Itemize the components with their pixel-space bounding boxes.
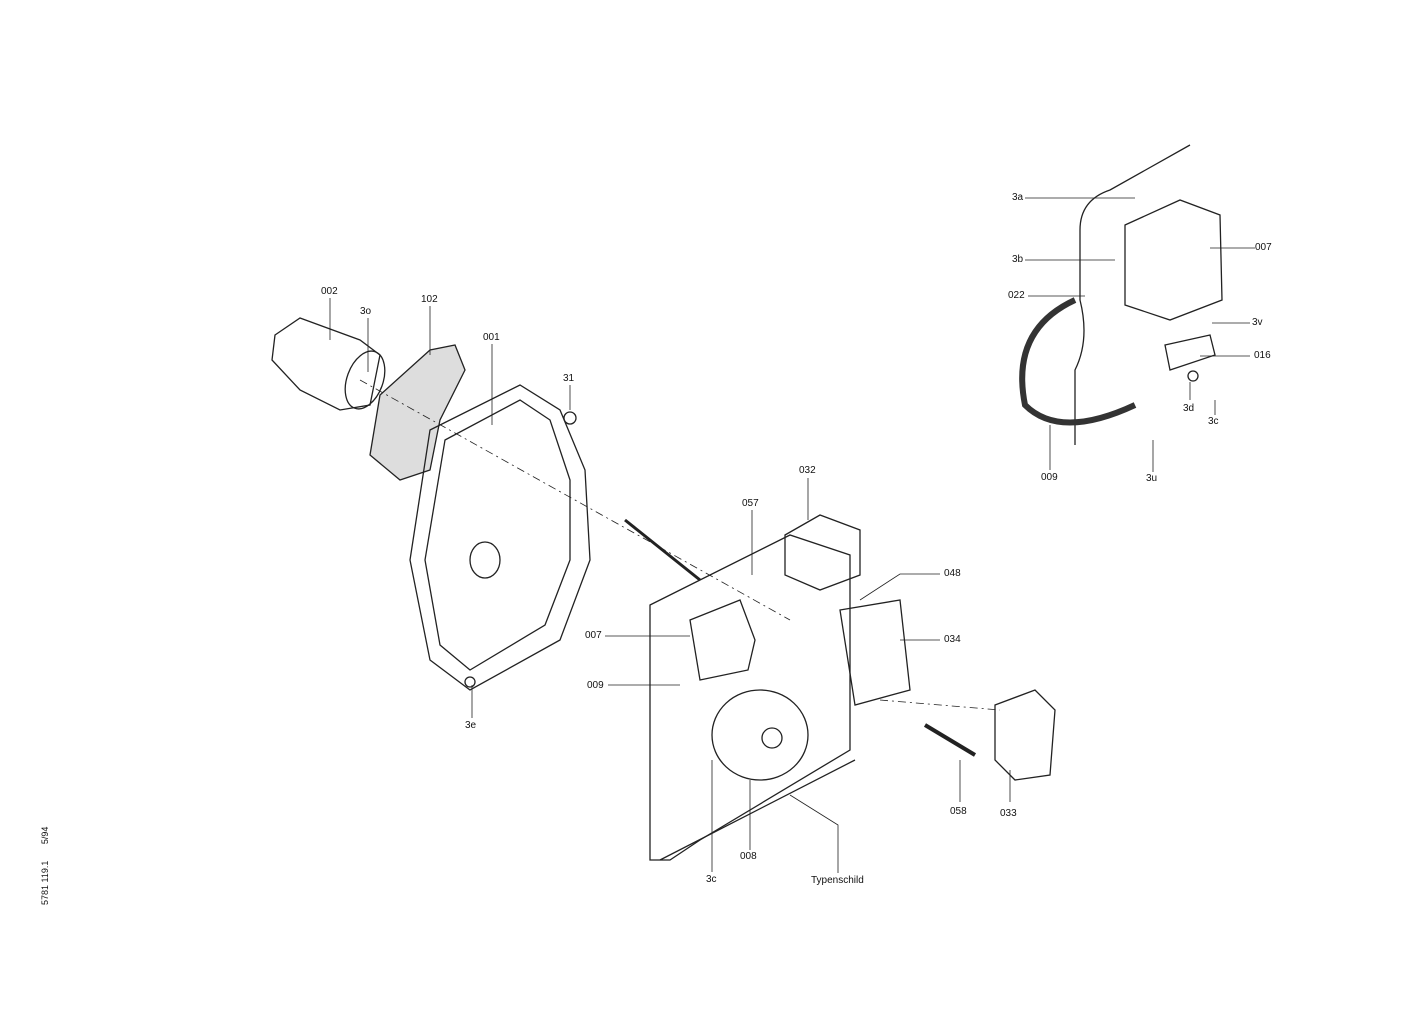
document-code: 5781 119.1 xyxy=(40,860,50,905)
mounting-plate-part xyxy=(649,534,856,861)
part-label: 009 xyxy=(1041,472,1058,483)
oil-pump-part xyxy=(689,599,756,681)
part-label: Typenschild xyxy=(811,875,864,886)
part-label: 057 xyxy=(742,498,759,509)
housing-part xyxy=(409,384,591,691)
part-label: 3c xyxy=(1208,416,1219,427)
part-label: 009 xyxy=(587,680,604,691)
part-label: 002 xyxy=(321,286,338,297)
document-date: 5/94 xyxy=(40,826,50,845)
part-label: 3e xyxy=(465,720,477,731)
part-label: 033 xyxy=(1000,808,1017,819)
part-label: 3d xyxy=(1183,403,1195,414)
leader-lines xyxy=(329,197,1255,873)
part-label: 102 xyxy=(421,294,438,305)
part-label: 3b xyxy=(1012,254,1024,265)
control-box-part xyxy=(839,599,911,706)
part-label: 3v xyxy=(1252,317,1263,328)
cover-part xyxy=(994,689,1056,781)
ignition-transformer-part xyxy=(784,514,861,591)
part-label: 31 xyxy=(563,373,575,384)
part-label: 016 xyxy=(1254,350,1271,361)
document-reference: 5781 119.1 5/94 xyxy=(40,813,50,905)
part-label: 058 xyxy=(950,806,967,817)
blast-tube-part xyxy=(271,317,386,411)
part-label: 3a xyxy=(1012,192,1024,203)
part-label: 008 xyxy=(740,851,757,862)
part-label: 3u xyxy=(1146,473,1158,484)
electrode-part xyxy=(923,723,977,757)
part-label: 022 xyxy=(1008,290,1025,301)
inset-drawing xyxy=(1019,144,1223,445)
part-label: 034 xyxy=(944,634,961,645)
shaft-part xyxy=(624,518,701,582)
part-label: 3o xyxy=(360,306,372,317)
part-label: 032 xyxy=(799,465,816,476)
part-label: 3c xyxy=(706,874,717,885)
part-label: 007 xyxy=(1255,242,1272,253)
part-label: 007 xyxy=(585,630,602,641)
part-label: 048 xyxy=(944,568,961,579)
motor-part xyxy=(711,689,809,781)
part-label: 001 xyxy=(483,332,500,343)
